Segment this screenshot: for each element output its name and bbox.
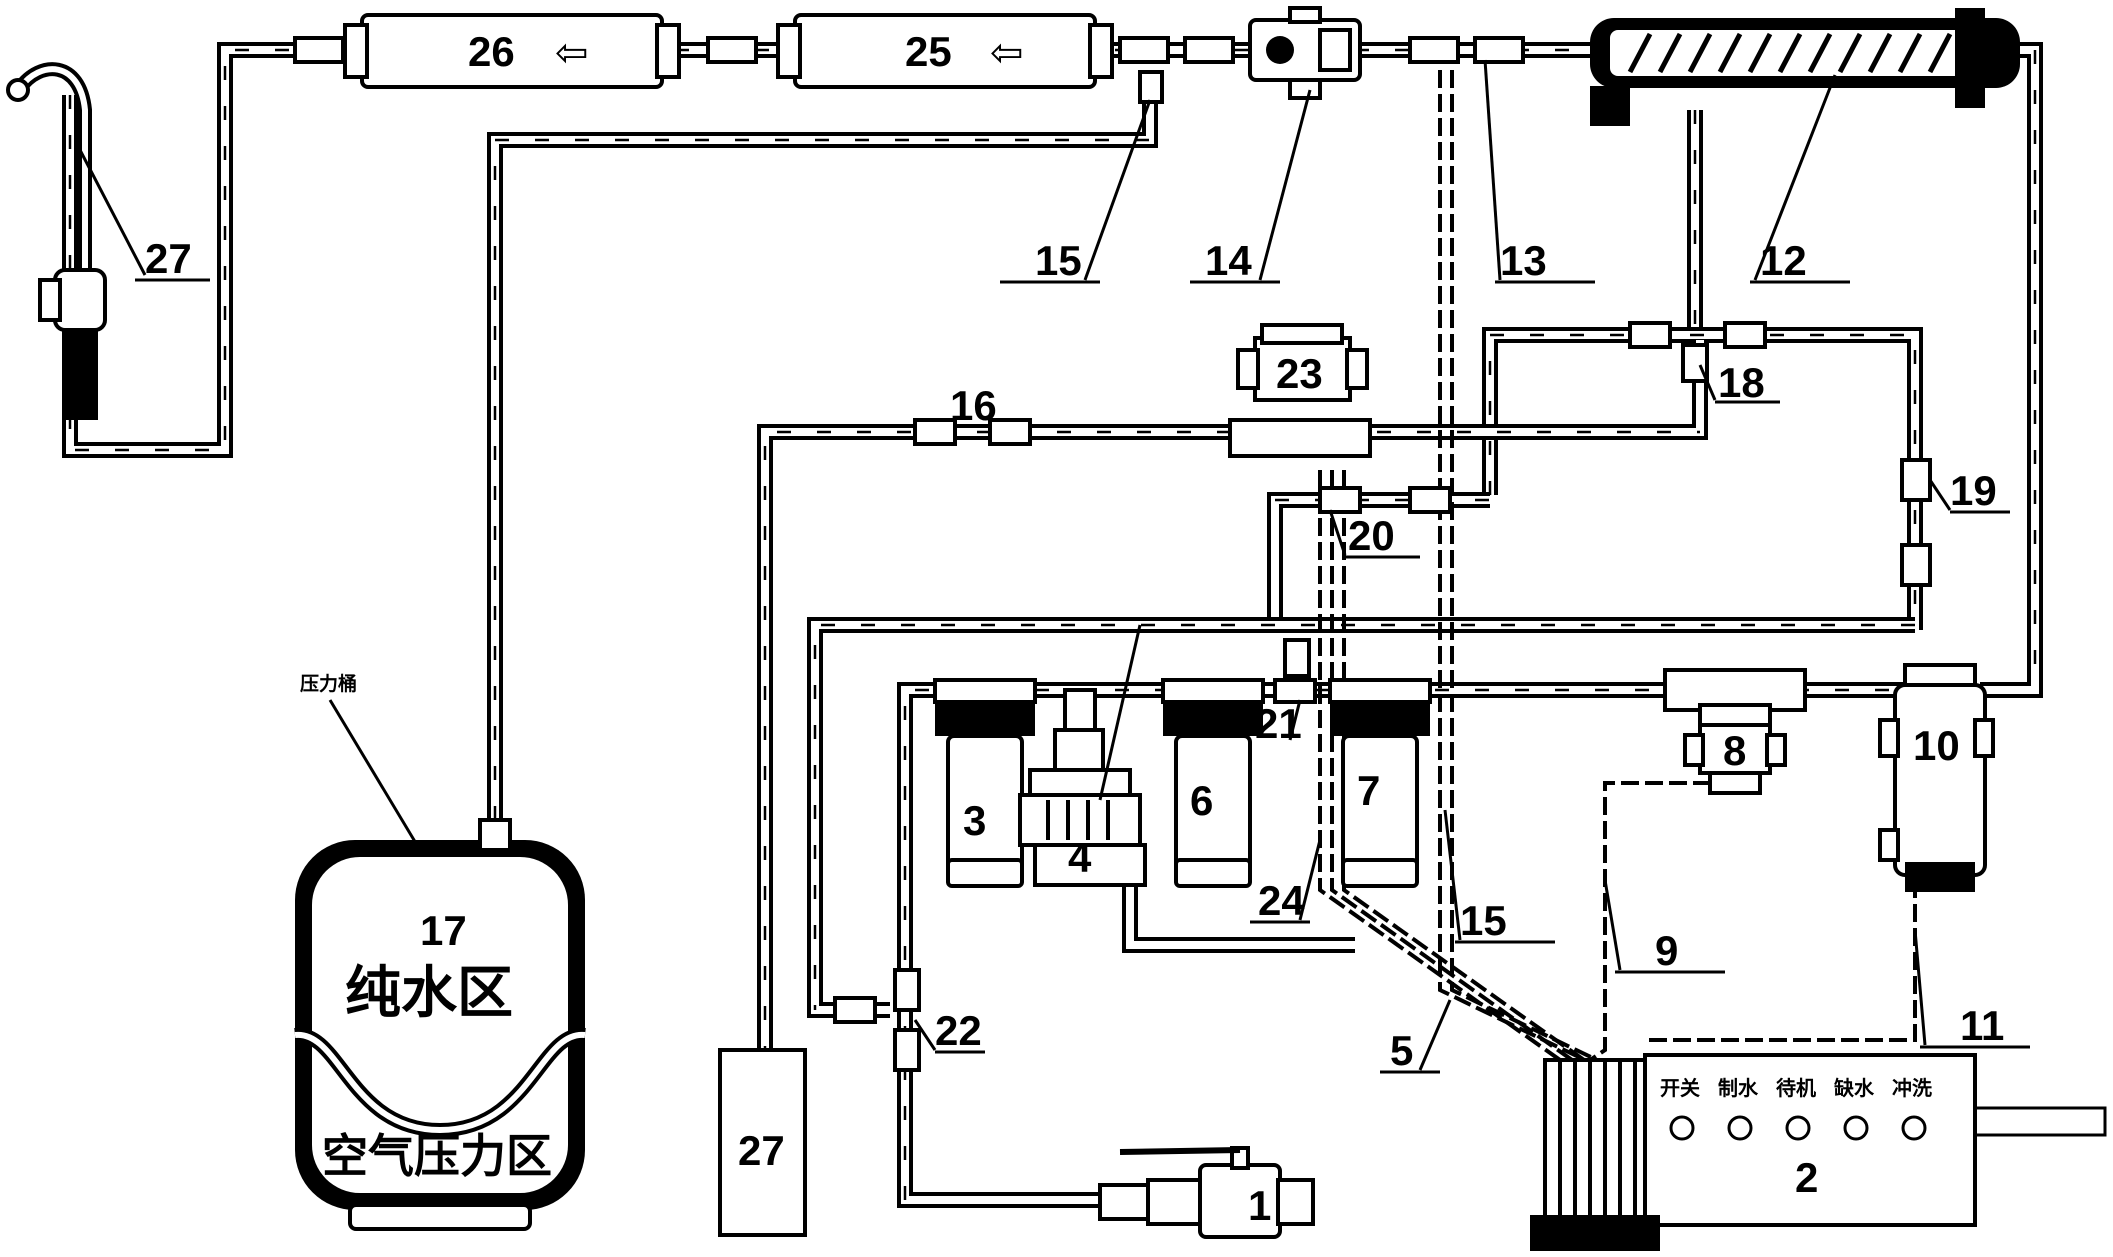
label-10: 10 <box>1913 722 1960 769</box>
wire-24 <box>1318 470 1562 1062</box>
filter-26: 26 ⇦ <box>293 13 681 89</box>
fitting-20 <box>1318 486 1452 514</box>
label-13: 13 <box>1500 237 1547 284</box>
control-box-2: 开关 制水 待机 缺水 冲洗 2 <box>1643 1053 2107 1227</box>
label-3: 3 <box>963 797 986 844</box>
fitting-16 <box>913 418 1032 446</box>
pipe-12-to-10 <box>1980 42 2043 698</box>
panel-btn-no-water: 缺水 <box>1834 1076 1875 1100</box>
pump-8: 8 <box>1663 668 1807 795</box>
fitting-21 <box>1273 638 1317 704</box>
panel-led-flush <box>1901 1115 1927 1141</box>
panel-btn-make-water: 制水 <box>1718 1076 1759 1100</box>
label-8: 8 <box>1723 727 1746 774</box>
panel-btn-power: 开关 <box>1660 1076 1700 1100</box>
label-20: 20 <box>1348 512 1395 559</box>
label-1: 1 <box>1248 1182 1271 1229</box>
panel-led-power <box>1669 1115 1695 1141</box>
label-14: 14 <box>1205 237 1252 284</box>
label-26: 26 <box>468 28 515 75</box>
panel-btn-standby: 待机 <box>1776 1076 1816 1100</box>
label-9: 9 <box>1655 927 1678 974</box>
label-11: 11 <box>1960 1002 2004 1049</box>
label-4: 4 <box>1068 834 1092 881</box>
filter-7: 7 <box>1328 678 1432 888</box>
filter-6: 6 <box>1161 678 1265 888</box>
label-6: 6 <box>1190 777 1213 824</box>
panel-led-standby <box>1785 1115 1811 1141</box>
top-fittings <box>1118 36 1525 104</box>
wire-11 <box>1645 880 1917 1042</box>
label-22: 22 <box>935 1007 982 1054</box>
tee-18 <box>1628 321 1767 383</box>
valve-4: 4 <box>1018 688 1147 887</box>
label-12: 12 <box>1760 237 1807 284</box>
tank-pure-zone: 纯水区 <box>345 961 513 1026</box>
flow-arrow-25: ⇦ <box>990 31 1024 75</box>
label-7: 7 <box>1357 767 1380 814</box>
valve-14 <box>1248 6 1362 100</box>
label-27-drain: 27 <box>738 1127 785 1174</box>
connector-block <box>1530 1058 1660 1251</box>
panel-led-make-water <box>1727 1115 1753 1141</box>
filter-25: 25 ⇦ <box>706 13 1114 89</box>
label-16: 16 <box>950 382 997 429</box>
panel-btn-flush: 冲洗 <box>1892 1076 1932 1100</box>
pump-10: 10 <box>1878 663 1995 892</box>
ball-valve-1: 1 <box>1098 1146 1315 1239</box>
filter-3: 3 <box>933 678 1037 888</box>
label-17: 17 <box>420 907 467 954</box>
leaders: 27 15 14 13 12 18 16 19 20 21 <box>78 59 2030 1074</box>
membrane-12 <box>1590 8 2020 126</box>
flow-arrow-26: ⇦ <box>555 31 589 75</box>
label-24: 24 <box>1258 877 1305 924</box>
label-15-lower: 15 <box>1460 897 1507 944</box>
fitting-22 <box>833 968 921 1072</box>
pipe-4-tail <box>1122 885 1355 953</box>
label-2: 2 <box>1795 1154 1818 1201</box>
label-15-upper: 15 <box>1035 237 1082 284</box>
valve-23: 23 <box>1228 323 1372 458</box>
drain-27: 27 <box>718 1048 807 1237</box>
tank-air-zone: 空气压力区 <box>322 1129 552 1183</box>
panel-led-no-water <box>1843 1115 1869 1141</box>
label-25: 25 <box>905 28 952 75</box>
tank-tag: 压力桶 <box>300 672 357 695</box>
label-19: 19 <box>1950 467 1997 514</box>
label-27-faucet: 27 <box>145 235 192 282</box>
label-21: 21 <box>1255 700 1302 747</box>
label-18: 18 <box>1718 359 1765 406</box>
pressure-tank-17: 17 纯水区 空气压力区 压力桶 <box>294 672 586 1231</box>
faucet-27 <box>6 62 107 420</box>
wire-15 <box>1438 70 1586 1062</box>
label-23: 23 <box>1276 350 1323 397</box>
label-5: 5 <box>1390 1027 1413 1074</box>
wire-9 <box>1588 781 1735 1062</box>
